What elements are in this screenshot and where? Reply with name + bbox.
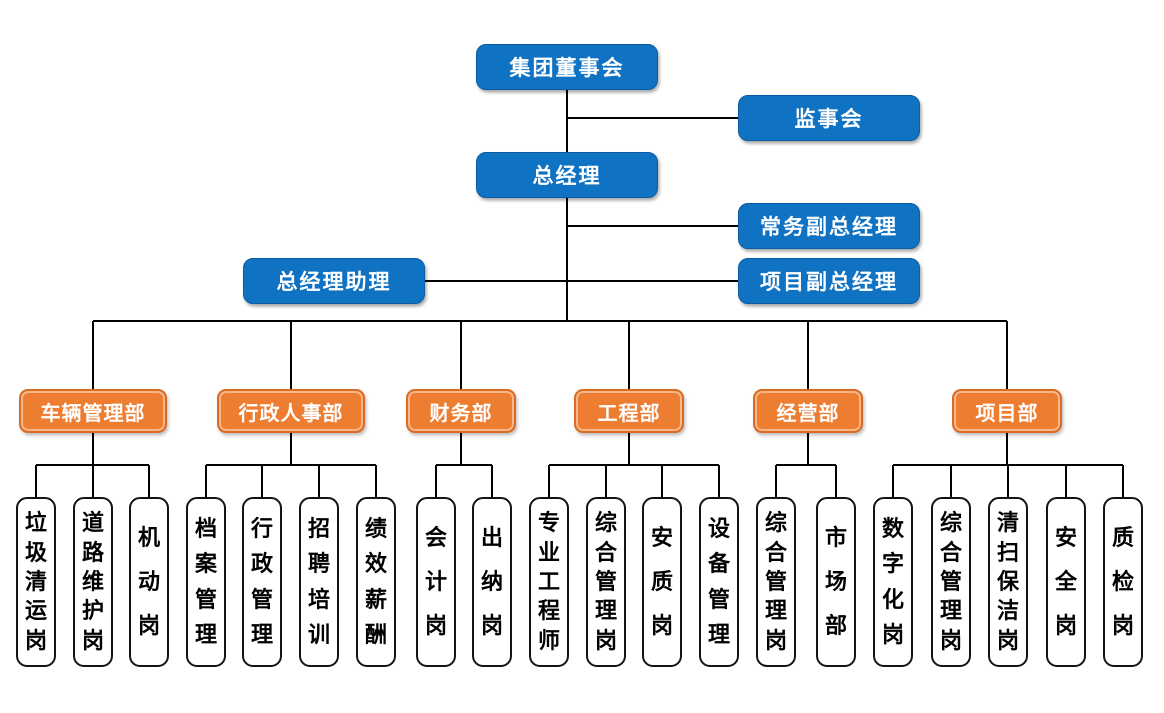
position-node: 道路维护岗 (73, 497, 113, 667)
connector-line (148, 465, 150, 497)
connector-line (566, 90, 568, 321)
connector-line (718, 465, 720, 497)
connector-line (436, 464, 492, 466)
position-node: 综合管理岗 (931, 497, 971, 667)
connector-line (206, 464, 376, 466)
connector-line (1006, 433, 1008, 465)
connector-line (205, 465, 207, 497)
connector-line (835, 465, 837, 497)
connector-line (35, 465, 37, 497)
dept-node: 车辆管理部 (19, 389, 167, 433)
connector-line (1006, 321, 1008, 389)
connector-line (1065, 465, 1067, 497)
connector-line (950, 465, 952, 497)
dept-node: 工程部 (574, 389, 684, 433)
connector-line (460, 433, 462, 465)
connector-line (318, 465, 320, 497)
position-node: 招聘培训 (299, 497, 339, 667)
connector-line (776, 464, 836, 466)
position-node: 绩效薪酬 (356, 497, 396, 667)
position-node: 清扫保洁岗 (988, 497, 1028, 667)
connector-line (375, 465, 377, 497)
node-board: 集团董事会 (476, 44, 658, 90)
connector-line (628, 433, 630, 465)
connector-line (1122, 465, 1124, 497)
connector-line (807, 433, 809, 465)
position-node: 安质岗 (642, 497, 682, 667)
connector-line (549, 464, 719, 466)
position-node: 设备管理 (699, 497, 739, 667)
connector-line (807, 321, 809, 389)
connector-line (92, 433, 94, 465)
connector-line (460, 321, 462, 389)
position-node: 档案管理 (186, 497, 226, 667)
position-node: 综合管理岗 (586, 497, 626, 667)
connector-line (290, 321, 292, 389)
connector-line (548, 465, 550, 497)
connector-line (93, 320, 1007, 322)
node-supervisory-board: 监事会 (738, 95, 920, 141)
connector-line (567, 117, 738, 119)
position-node: 会计岗 (416, 497, 456, 667)
connector-line (92, 465, 94, 497)
connector-line (425, 280, 738, 282)
position-node: 垃圾清运岗 (16, 497, 56, 667)
node-project-deputy-gm: 项目副总经理 (738, 258, 920, 304)
dept-node: 经营部 (753, 389, 863, 433)
connector-line (892, 465, 894, 497)
connector-line (261, 465, 263, 497)
position-node: 专业工程师 (529, 497, 569, 667)
dept-node: 行政人事部 (217, 389, 365, 433)
position-node: 机动岗 (129, 497, 169, 667)
connector-line (491, 465, 493, 497)
dept-node: 财务部 (406, 389, 516, 433)
position-node: 综合管理岗 (756, 497, 796, 667)
connector-line (775, 465, 777, 497)
position-node: 出纳岗 (472, 497, 512, 667)
position-node: 数字化岗 (873, 497, 913, 667)
position-node: 行政管理 (242, 497, 282, 667)
position-node: 质检岗 (1103, 497, 1143, 667)
position-node: 安全岗 (1046, 497, 1086, 667)
connector-line (435, 465, 437, 497)
position-node: 市场部 (816, 497, 856, 667)
node-executive-deputy-gm: 常务副总经理 (738, 203, 920, 249)
connector-line (567, 225, 738, 227)
connector-line (1007, 465, 1009, 497)
connector-line (92, 321, 94, 389)
connector-line (661, 465, 663, 497)
connector-line (628, 321, 630, 389)
dept-node: 项目部 (952, 389, 1062, 433)
node-general-manager: 总经理 (476, 152, 658, 198)
node-gm-assistant: 总经理助理 (243, 258, 425, 304)
connector-line (605, 465, 607, 497)
connector-line (290, 433, 292, 465)
